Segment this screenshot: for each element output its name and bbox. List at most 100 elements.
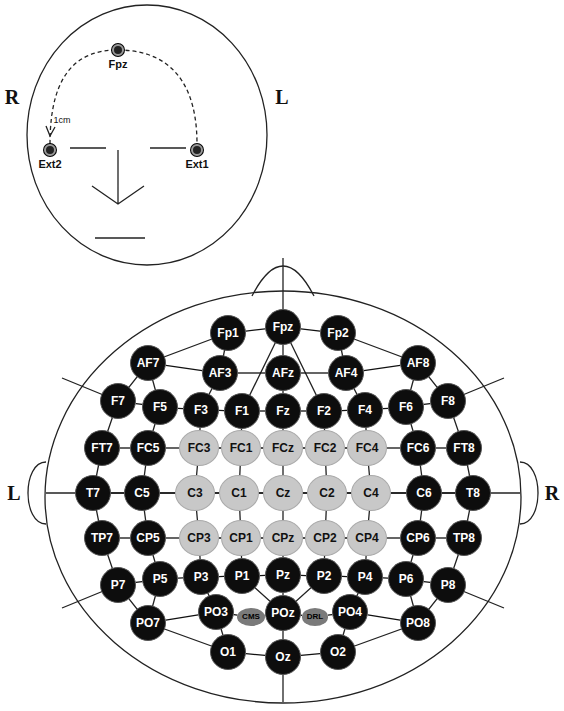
electrode: P2 xyxy=(306,558,342,594)
electrode-label: F2 xyxy=(317,405,331,417)
electrode: AF3 xyxy=(202,355,238,391)
grid-line xyxy=(301,372,328,373)
electrode-label: Cz xyxy=(276,487,291,499)
electrode: CP6 xyxy=(400,520,436,556)
electrode: FT8 xyxy=(446,430,482,466)
highlighted-electrode: FC1 xyxy=(221,430,261,466)
highlighted-electrode: FC3 xyxy=(179,430,219,466)
highlighted-electrode: CP4 xyxy=(347,520,387,556)
face-outline xyxy=(27,5,267,265)
electrode-label: CP1 xyxy=(229,532,252,544)
electrode-label: CP5 xyxy=(136,532,159,544)
side-label: R xyxy=(545,483,559,503)
electrode-label: PO8 xyxy=(406,617,430,629)
electrode-label: FT8 xyxy=(453,442,474,454)
electrode: T7 xyxy=(75,475,111,511)
grid-line xyxy=(166,447,179,448)
mouth-line xyxy=(95,237,145,238)
grid-line xyxy=(166,615,198,620)
electrode-label: Pz xyxy=(276,569,290,581)
electrode-label: P6 xyxy=(399,573,414,585)
electrode-label: FC3 xyxy=(188,442,211,454)
electrode-label: P7 xyxy=(111,579,126,591)
electrode-label: P3 xyxy=(194,571,209,583)
grid-line xyxy=(391,492,406,493)
electrode: P7 xyxy=(100,567,136,603)
electrode: AFz xyxy=(265,355,301,391)
electrode-label: PO3 xyxy=(204,606,228,618)
electrode: P4 xyxy=(347,559,383,595)
measure-curve xyxy=(50,50,197,144)
electrode-label: C6 xyxy=(416,487,431,499)
grid-line xyxy=(111,492,124,493)
grid-line xyxy=(301,329,320,331)
electrode: AF8 xyxy=(400,345,436,381)
face-electrode: Ext1 xyxy=(185,144,208,170)
electrode-label: AF7 xyxy=(137,357,160,369)
electrode-label: F1 xyxy=(235,405,249,417)
electrode: F6 xyxy=(388,389,424,425)
highlighted-electrode: CP2 xyxy=(305,520,345,556)
measure-arrow xyxy=(46,126,55,136)
electrode: FC6 xyxy=(400,430,436,466)
electrode-label: AF3 xyxy=(209,367,232,379)
electrode: Fpz xyxy=(265,309,301,345)
electrode-label: F6 xyxy=(399,401,413,413)
face-electrode: Fpz xyxy=(109,44,128,70)
highlighted-electrode: FCz xyxy=(263,430,303,466)
electrode-label: P4 xyxy=(358,571,373,583)
highlighted-electrode: Cz xyxy=(263,475,303,511)
electrode: PO7 xyxy=(130,605,166,641)
electrode: POz xyxy=(265,595,301,631)
electrode-label: AF4 xyxy=(335,367,358,379)
electrode-label: C1 xyxy=(231,487,246,499)
electrode-label: Ext2 xyxy=(38,159,61,170)
electrode-label: FCz xyxy=(272,442,294,454)
electrode: Fz xyxy=(265,393,301,429)
side-label: L xyxy=(275,87,288,107)
electrode-dot xyxy=(112,44,124,56)
electrode: TP7 xyxy=(84,520,120,556)
grid-line xyxy=(238,372,265,373)
electrode: C5 xyxy=(124,475,160,511)
grid-line xyxy=(442,492,455,493)
electrode: F5 xyxy=(142,389,178,425)
electrode-label: T7 xyxy=(86,487,100,499)
electrode-label: FC2 xyxy=(314,442,337,454)
grid-line xyxy=(160,492,175,493)
electrode-label: CMS xyxy=(242,613,260,621)
grid-line xyxy=(368,615,400,620)
electrode-label: CP6 xyxy=(406,532,429,544)
grid-line xyxy=(120,447,130,448)
highlighted-electrode: FC4 xyxy=(347,430,387,466)
electrode: PO4 xyxy=(332,594,368,630)
nose-mark xyxy=(92,150,144,204)
reference-electrode: CMS xyxy=(237,608,265,626)
electrode: F7 xyxy=(100,383,136,419)
electrode-label: FC5 xyxy=(137,442,160,454)
electrode-label: Fp1 xyxy=(217,327,238,339)
electrode-label: FT7 xyxy=(91,442,112,454)
electrode: FC5 xyxy=(130,430,166,466)
electrode: FT7 xyxy=(84,430,120,466)
electrode: P3 xyxy=(183,559,219,595)
electrode: C6 xyxy=(406,475,442,511)
electrode: Oz xyxy=(265,639,301,675)
reference-electrode: DRL xyxy=(302,608,328,626)
grid-line xyxy=(120,537,130,538)
electrode-label: FC4 xyxy=(356,442,379,454)
highlighted-electrode: C3 xyxy=(175,475,215,511)
electrode-label: Fpz xyxy=(109,59,128,70)
grid-line xyxy=(387,447,400,448)
ear-outline xyxy=(520,462,538,524)
grid-line xyxy=(301,654,320,656)
electrode-label: F8 xyxy=(441,395,455,407)
grid-line xyxy=(246,329,265,331)
electrode-label: FC1 xyxy=(230,442,253,454)
electrode-label: C4 xyxy=(363,487,378,499)
electrode: CP5 xyxy=(130,520,166,556)
grid-arc xyxy=(62,378,504,608)
electrode-label: O1 xyxy=(220,646,236,658)
side-label: R xyxy=(5,87,19,107)
highlighted-electrode: FC2 xyxy=(305,430,345,466)
